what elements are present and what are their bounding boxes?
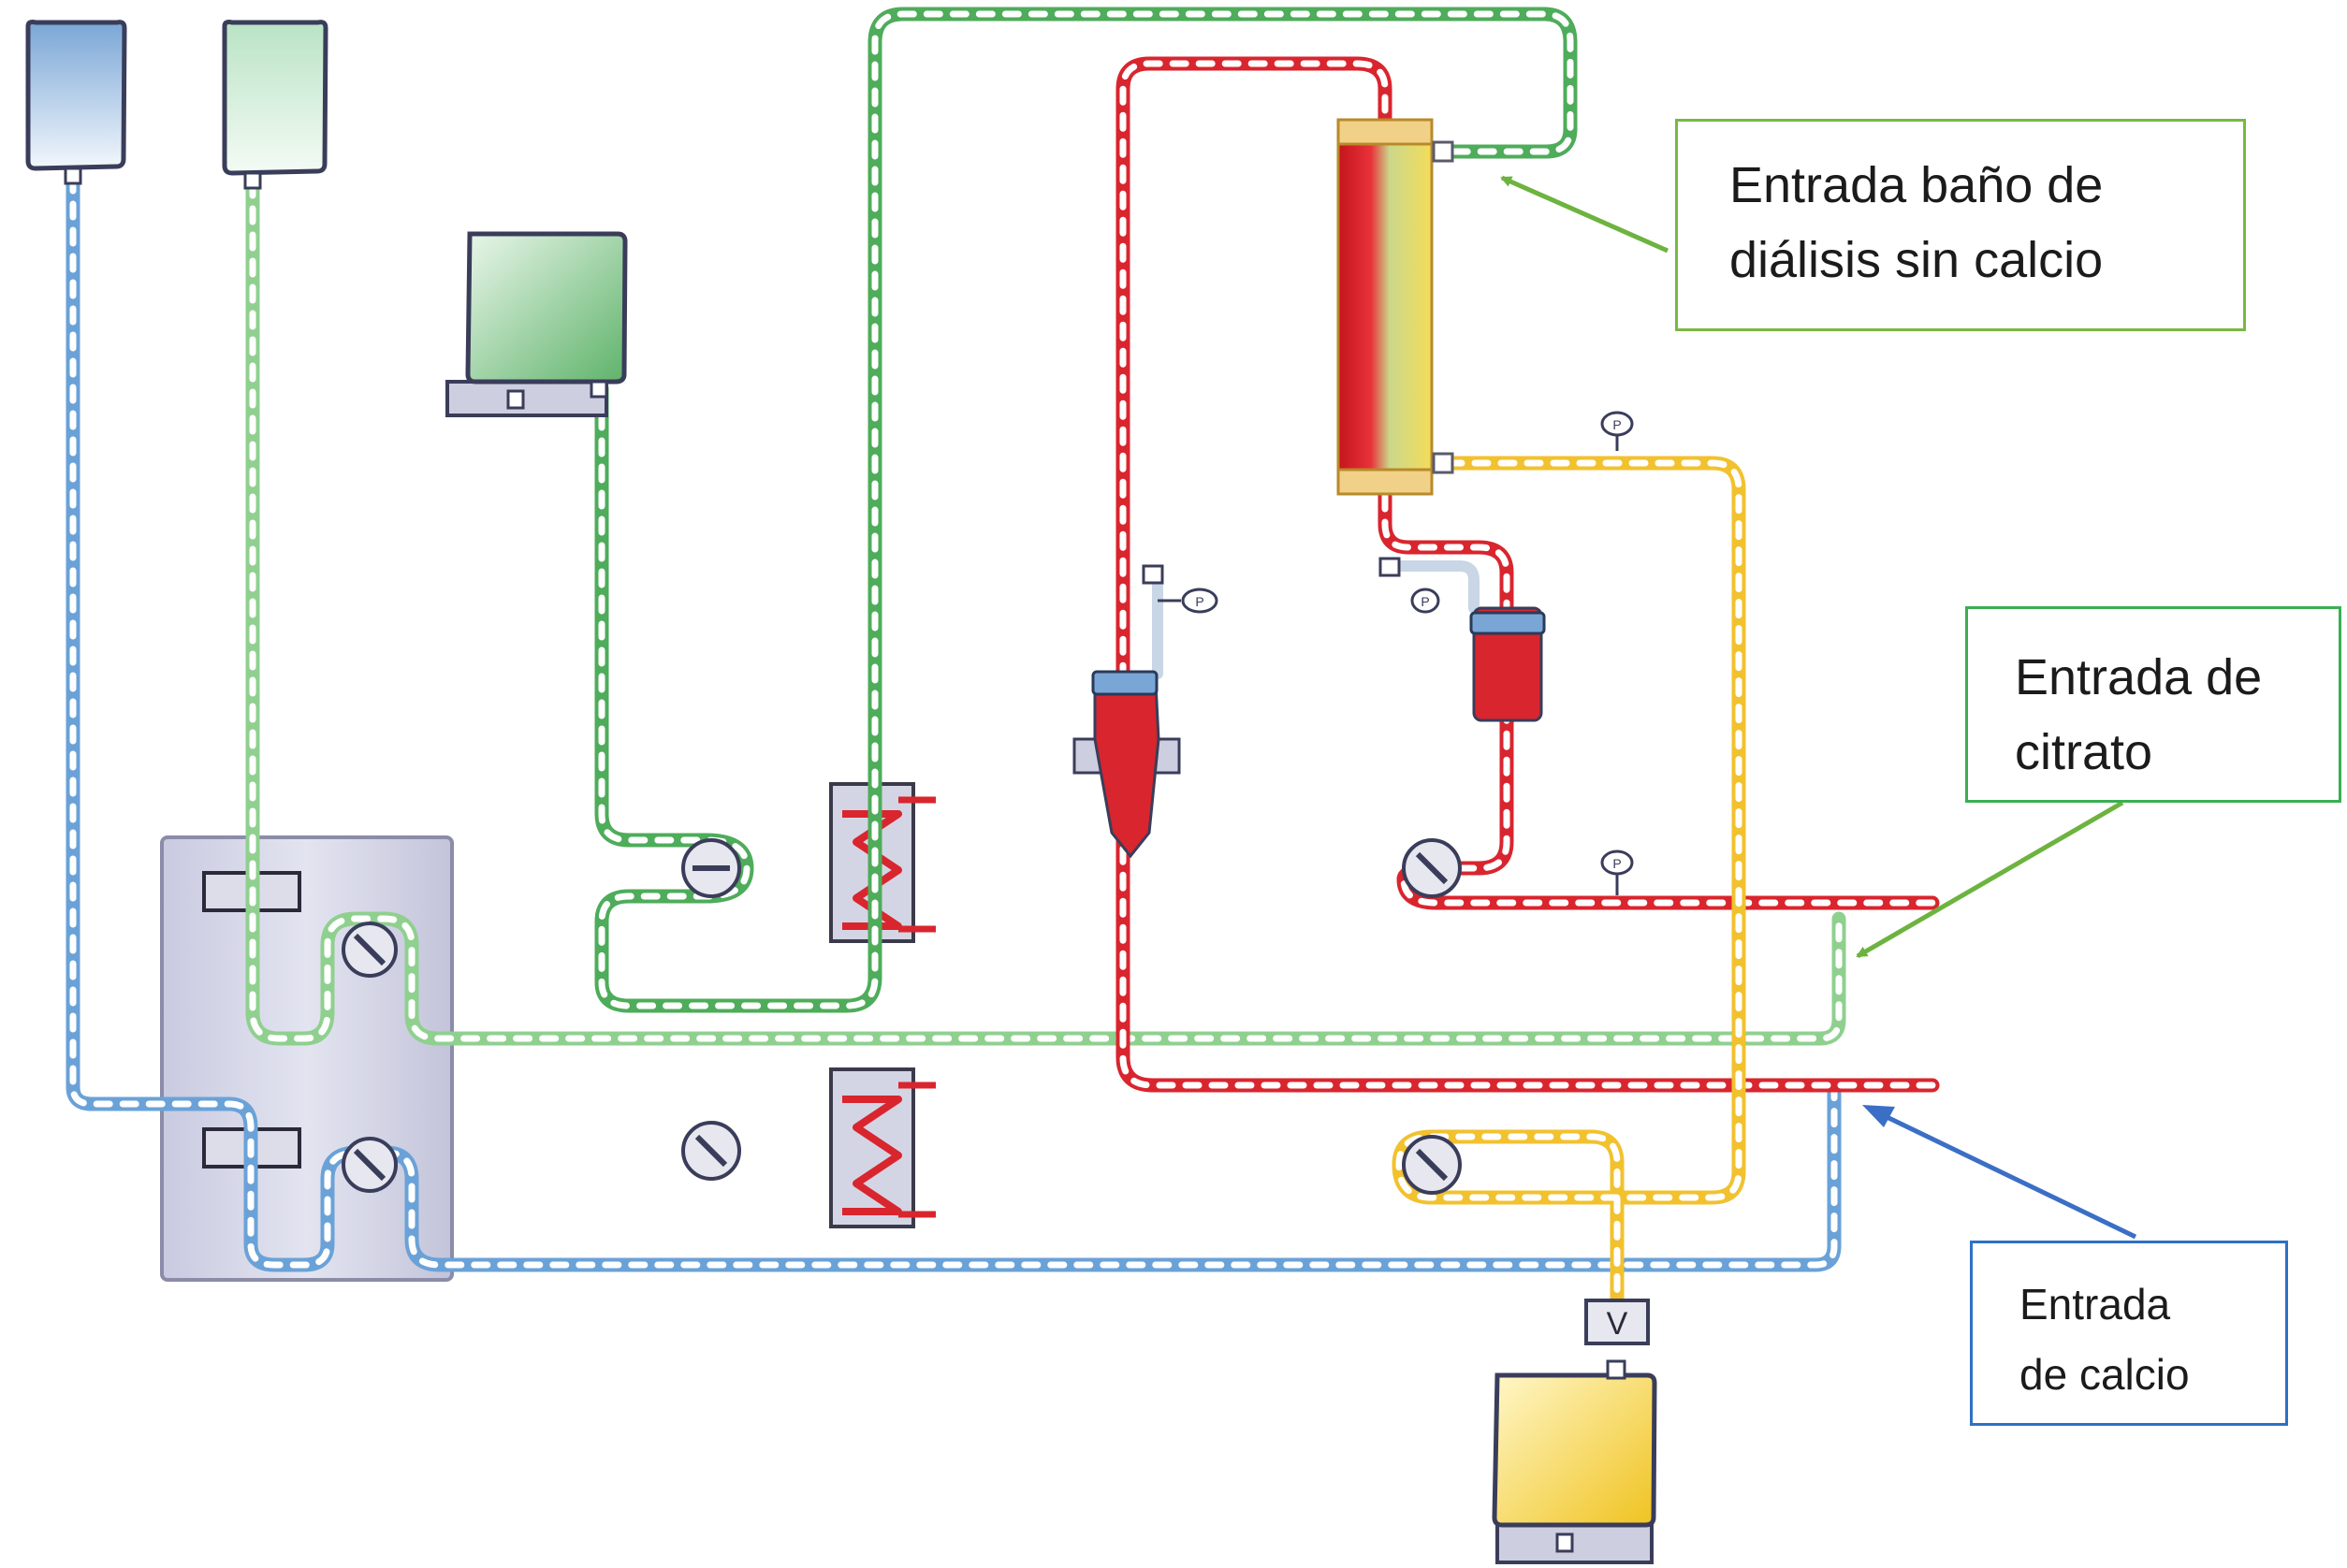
pressure-sensor-effluent: P: [1600, 411, 1634, 451]
venous-drip-chamber: [1072, 670, 1181, 859]
annotation-line: Entrada: [2019, 1280, 2171, 1328]
citrate-line: [245, 175, 1846, 1046]
heater-lower: [829, 1067, 936, 1228]
effluent-pump: [1402, 1135, 1462, 1195]
heater-upper: [829, 782, 936, 943]
dialysate-pump: [681, 838, 741, 898]
annotation-calcium: Entrada de calcio: [1970, 1241, 2288, 1426]
annotation-line: citrato: [2015, 724, 2153, 780]
calcium-bag: [25, 20, 127, 185]
pressure-sensor-venous: P: [1142, 564, 1218, 614]
annotation-line: Entrada de: [2015, 649, 2263, 705]
annotation-line: diálisis sin calcio: [1729, 232, 2104, 288]
arterial-drip-chamber: [1469, 606, 1546, 722]
citrate-bag: [222, 20, 328, 190]
annotation-line: Entrada baño de: [1729, 157, 2104, 213]
pressure-label: P: [1421, 594, 1429, 609]
annotation-citrate: Entrada de citrato: [1965, 606, 2341, 803]
pressure-label: P: [1612, 856, 1621, 871]
blood-pump: [1402, 838, 1462, 898]
annotation-line: de calcio: [2019, 1350, 2190, 1399]
citrate-arrow: [1856, 800, 2124, 959]
effluent-bag: [1492, 1359, 1657, 1564]
calcium-arrow: [1862, 1105, 2137, 1240]
pressure-sensor-arterial: P: [1378, 557, 1440, 614]
annotation-dialysis-bath: Entrada baño de diálisis sin calcio: [1675, 119, 2246, 331]
dialysate-line: [594, 7, 1578, 1013]
valve-label: V: [1607, 1306, 1628, 1342]
blood-line: [1115, 56, 1940, 1093]
pressure-sensor-blood-in: P: [1600, 849, 1634, 895]
pressure-label: P: [1612, 417, 1621, 432]
bath-arrow: [1500, 175, 1669, 254]
dialyzer-filter: [1336, 118, 1454, 496]
replacement-pump: [681, 1121, 741, 1181]
effluent-valve: V: [1584, 1299, 1650, 1345]
calcium-line: [66, 170, 1842, 1272]
effluent-line: [1392, 456, 1746, 1308]
citrate-pump: [342, 922, 398, 978]
pressure-label: P: [1195, 594, 1203, 609]
calcium-pump: [342, 1137, 398, 1193]
dialysate-bag: [445, 231, 628, 417]
